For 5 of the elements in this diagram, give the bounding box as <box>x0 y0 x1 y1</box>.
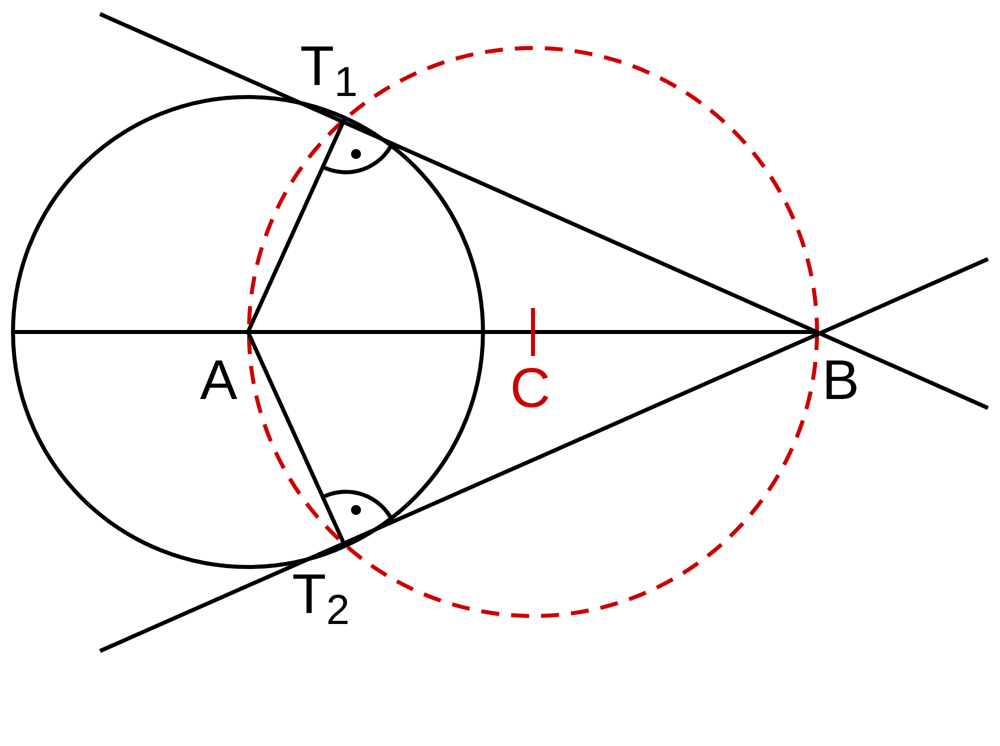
point-label: C <box>510 360 550 416</box>
point-label: T$_{1}$ <box>300 38 358 94</box>
point-label: B <box>822 352 860 408</box>
point-label: A <box>200 352 238 408</box>
point-label: T$_{2}$ <box>292 566 350 622</box>
